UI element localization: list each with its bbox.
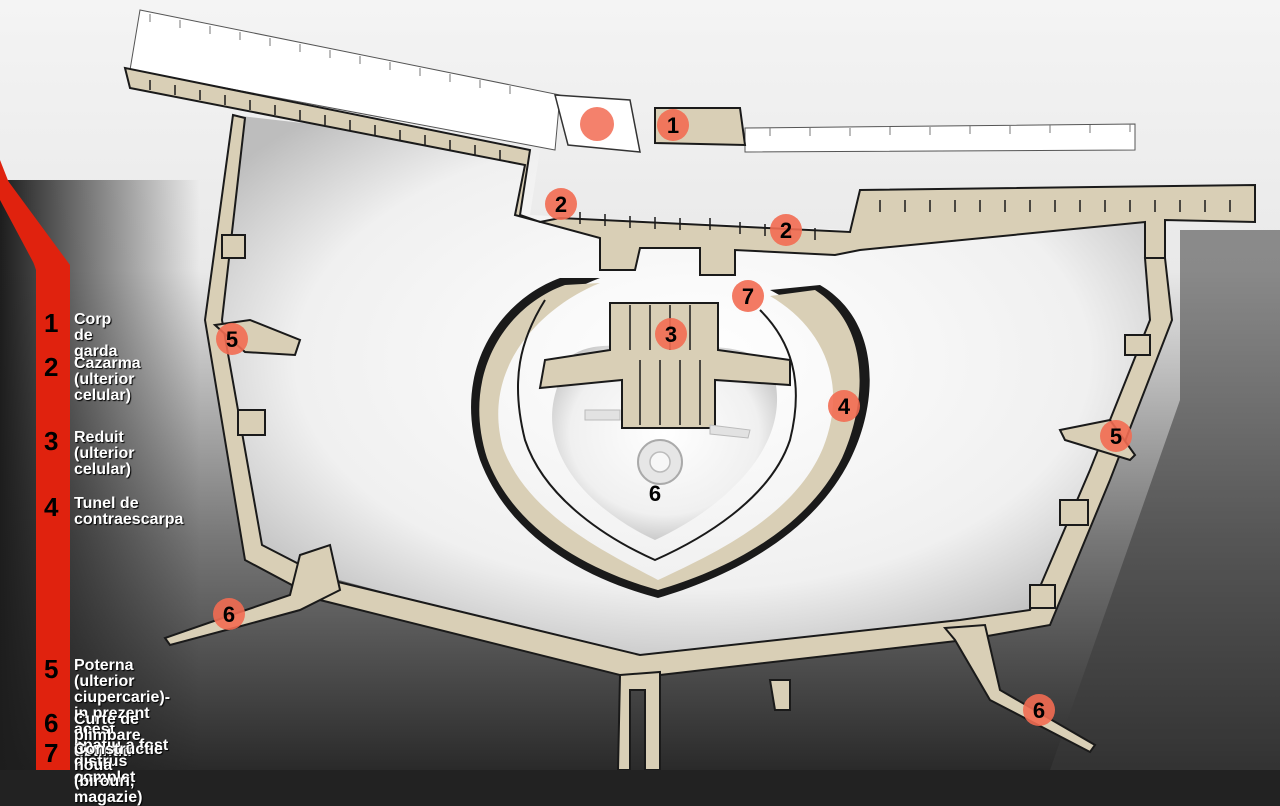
marker-number: 3: [665, 322, 677, 347]
fountain: [584, 409, 751, 485]
marker-5: 5: [216, 323, 248, 355]
marker-number: 4: [838, 394, 851, 419]
marker-number: 5: [1110, 424, 1122, 449]
legend-label: Constructie noua (birouri, magazie): [74, 741, 163, 806]
legend-label: Cazarma (ulterior celular): [74, 355, 141, 404]
marker-number: 6: [649, 481, 661, 506]
reduit-ring: [471, 278, 870, 598]
legend-band: [36, 270, 70, 770]
marker-gate: [580, 107, 614, 141]
marker-7: 7: [732, 280, 764, 312]
marker-number: 5: [226, 327, 238, 352]
legend-wedge-upper: [0, 160, 40, 275]
marker-4: 4: [828, 390, 860, 422]
plan-drawing: 1 2 2 7 3 4 5 5 6 6 6: [0, 0, 1280, 771]
marker-circle: [732, 280, 764, 312]
legend-wedge: [0, 165, 70, 270]
marker-2: 2: [770, 214, 802, 246]
marker-number: 6: [1033, 698, 1045, 723]
marker-circle: [1100, 420, 1132, 452]
marker-circle: [545, 188, 577, 220]
marker-number: 6: [223, 602, 235, 627]
marker-circle: [216, 323, 248, 355]
marker-circle: [213, 598, 245, 630]
marker-5: 5: [1100, 420, 1132, 452]
legend-number: 2: [44, 352, 59, 382]
marker-circle: [657, 109, 689, 141]
marker-6: 6: [649, 481, 661, 506]
marker-circle: [1023, 694, 1055, 726]
legend-label: Reduit (ulterior celular): [74, 429, 135, 478]
legend-number: 4: [44, 492, 59, 522]
left-dark-fade: [0, 180, 200, 770]
marker-3: 3: [655, 318, 687, 350]
plan-markers: 1 2 2 7 3 4 5 5 6 6 6: [213, 107, 1132, 726]
marker-6: 6: [213, 598, 245, 630]
legend-number: 1: [44, 308, 59, 338]
marker-number: 1: [667, 113, 679, 138]
legend-number: 3: [44, 426, 59, 456]
marker-circle: [580, 107, 614, 141]
ruler-ticks: [149, 14, 1131, 136]
legend-number: 7: [44, 738, 59, 768]
legend-label: Tunel de contraescarpa: [74, 495, 184, 528]
marker-circle: [770, 214, 802, 246]
marker-number: 2: [780, 218, 792, 243]
marker-6: 6: [1023, 694, 1055, 726]
legend-number: 6: [44, 708, 59, 738]
top-left-strip: [129, 9, 561, 151]
marker-circle: [655, 318, 687, 350]
marker-2: 2: [545, 188, 577, 220]
marker-number: 2: [555, 192, 567, 217]
legend-label: Corp de garda: [74, 311, 118, 360]
marker-number: 7: [742, 284, 754, 309]
marker-1: 1: [657, 109, 689, 141]
marker-circle: [828, 390, 860, 422]
right-dark-area: [1050, 230, 1280, 770]
legend-label: Curte de plimbare detinuti: [74, 711, 141, 760]
legend-number: 5: [44, 654, 59, 684]
top-right-strip: [744, 123, 1136, 153]
